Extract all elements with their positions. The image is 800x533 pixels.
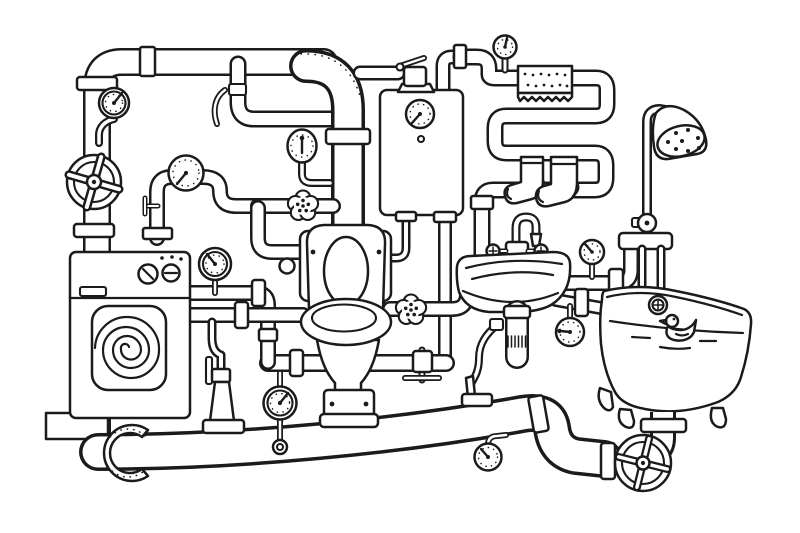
handwheel-valve-left: [64, 75, 124, 239]
tub-foot: [597, 386, 615, 412]
drum-spiral: [93, 315, 161, 380]
towel: [516, 64, 574, 103]
gauge-sink-outlet: [578, 238, 606, 280]
gauge-under-drain: [473, 432, 509, 472]
gauge-needle: [278, 391, 290, 405]
top-pipe-coupling: [138, 45, 157, 78]
duck-beak: [658, 318, 668, 326]
washing-machine: [68, 250, 192, 420]
coil-inlet-flange: [452, 43, 468, 70]
sock-right: [534, 155, 580, 208]
toilet-pedestal: [315, 338, 381, 394]
gauge-toilet-base: [262, 370, 298, 456]
sink: [455, 212, 572, 314]
gauge-coil-inlet: [492, 34, 518, 74]
gauge-oval-riser: [286, 128, 318, 164]
toilet: [298, 223, 393, 429]
gauge-left-standpipe: [95, 86, 131, 147]
tub-foot: [709, 406, 728, 429]
gauge-washer-outlet: [197, 246, 233, 296]
heater-valve-body: [402, 65, 428, 88]
p-trap: [502, 300, 532, 369]
plunger-hydrant: [201, 317, 246, 435]
riser-flange: [324, 127, 372, 146]
bathtub: [597, 285, 753, 429]
shackle-coupling: [102, 423, 150, 483]
drain-coupling: [527, 394, 550, 434]
star-valve-toilet: [286, 189, 320, 222]
rubber-duck: [658, 313, 698, 342]
sink-overflow-hose: [460, 317, 505, 408]
coil-outlet-flange: [469, 194, 495, 211]
gauge-hanging: [554, 303, 586, 348]
water-heater: [378, 55, 465, 224]
valve-collar: [227, 82, 248, 97]
tub-foot: [617, 407, 636, 429]
star-valve-sink: [394, 293, 428, 326]
sink-basin: [455, 250, 572, 314]
float-ball: [278, 257, 296, 275]
handwheel-valve-right: [599, 412, 688, 493]
gauge-center-left: [167, 154, 205, 192]
tap-body: [411, 349, 434, 374]
shower: [617, 104, 708, 295]
detergent-drawer: [78, 285, 108, 298]
